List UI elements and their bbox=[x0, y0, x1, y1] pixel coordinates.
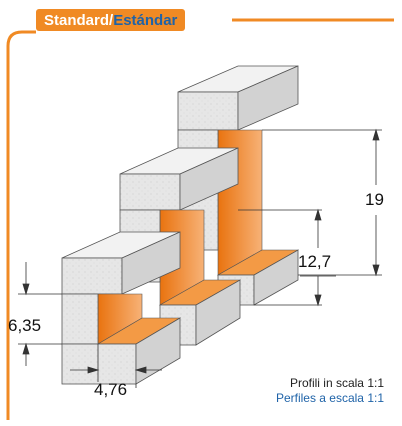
block-small bbox=[61, 231, 182, 385]
label-separator: / bbox=[109, 11, 114, 29]
label-spanish: Estándar bbox=[113, 11, 178, 29]
frame-border bbox=[6, 18, 394, 420]
dimension-height-small: 6,35 bbox=[8, 316, 42, 335]
dimension-lines bbox=[18, 128, 382, 388]
scale-note-italian: Profili in scala 1:1 bbox=[289, 376, 384, 390]
dimension-width: 4,76 bbox=[94, 380, 128, 399]
dimension-height-large: 19 bbox=[365, 190, 384, 209]
standard-label: Standard / Estándar bbox=[36, 9, 186, 31]
dimension-height-medium: 12,7 bbox=[298, 252, 332, 271]
scale-note-spanish: Perfiles a escala 1:1 bbox=[275, 391, 384, 405]
label-italian: Standard bbox=[44, 11, 110, 29]
